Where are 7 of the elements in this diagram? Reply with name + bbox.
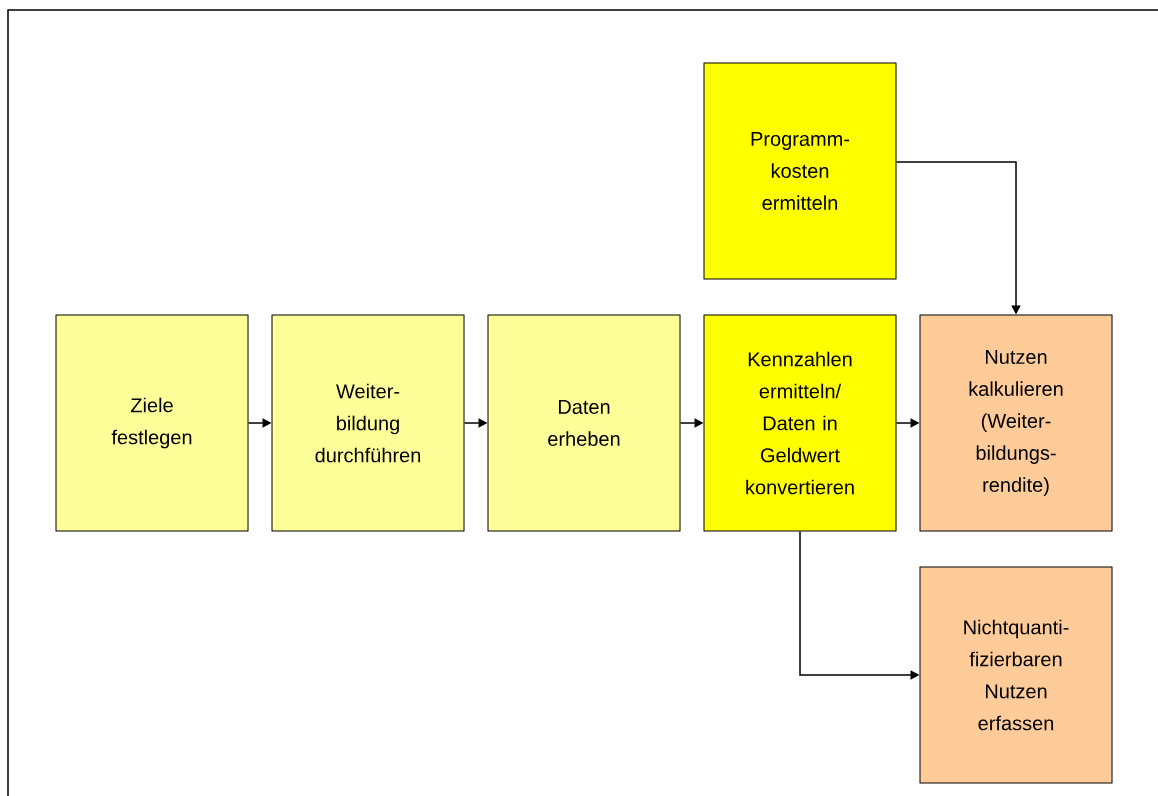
process-box: Weiter- bildung durchführen — [271, 314, 465, 532]
process-box: Kennzahlen ermitteln/ Daten in Geldwert konvertieren — [703, 314, 897, 532]
process-box: Daten erheben — [487, 314, 681, 532]
process-box: Nichtquanti- fizierbaren Nutzen erfassen — [919, 566, 1113, 784]
process-box: Programm- kosten ermitteln — [703, 62, 897, 280]
process-box: Ziele festlegen — [55, 314, 249, 532]
process-box: Nutzen kalkulieren (Weiter- bildungs- rendite) — [919, 314, 1113, 532]
